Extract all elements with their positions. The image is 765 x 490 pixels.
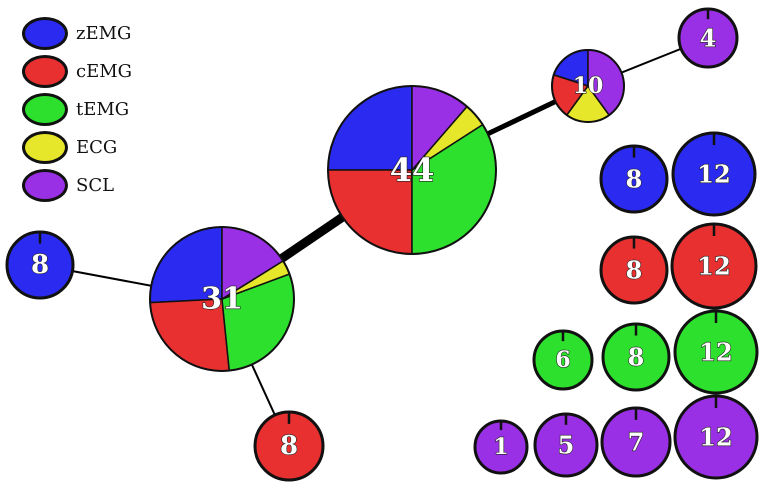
- legend-item-cemg: cEMG: [22, 52, 172, 90]
- node-label: 6: [555, 347, 570, 373]
- node-label: 8: [31, 250, 49, 280]
- pie-outline: [551, 49, 625, 123]
- legend-label-zemg: zEMG: [76, 22, 132, 44]
- node-label: 10: [573, 73, 604, 99]
- legend-item-scl: SCL: [22, 166, 172, 204]
- node-label: 5: [558, 431, 575, 460]
- node-n12-blue: 12: [671, 131, 757, 217]
- legend-swatch-cemg: [22, 54, 68, 88]
- legend-item-temg: tEMG: [22, 90, 172, 128]
- node-n5-purple: 5: [533, 412, 599, 478]
- legend-label-ecg: ECG: [76, 136, 118, 158]
- node-n12-purple: 12: [673, 394, 759, 480]
- node-n8-left: 8: [5, 230, 75, 300]
- node-n7-purple: 7: [600, 406, 672, 478]
- node-label: 12: [699, 338, 732, 367]
- node-label: 8: [280, 431, 298, 461]
- node-label: 31: [201, 282, 243, 317]
- node-n8-bottom: 8: [253, 410, 325, 482]
- node-n1-purple: 1: [473, 419, 529, 475]
- legend-swatch-temg: [22, 92, 68, 126]
- node-n10: 10: [551, 49, 625, 123]
- legend: zEMG cEMG tEMG ECG SCL: [22, 14, 172, 204]
- node-n4: 4: [677, 7, 739, 69]
- node-label: 12: [697, 160, 730, 189]
- legend-label-cemg: cEMG: [76, 60, 133, 82]
- node-label: 4: [700, 24, 717, 53]
- legend-label-scl: SCL: [76, 174, 115, 196]
- node-label: 12: [699, 423, 732, 452]
- node-label: 8: [626, 256, 643, 285]
- node-n6-green: 6: [532, 329, 594, 391]
- legend-swatch-ecg: [22, 130, 68, 164]
- pie-outline: [149, 226, 295, 372]
- node-n8-blue: 8: [599, 144, 669, 214]
- node-n12-red: 12: [670, 222, 758, 310]
- node-label: 1: [493, 434, 508, 460]
- legend-swatch-scl: [22, 168, 68, 202]
- node-n44: 44: [327, 85, 497, 255]
- legend-swatch-zemg: [22, 16, 68, 50]
- node-label: 8: [626, 165, 643, 194]
- pie-outline: [327, 85, 497, 255]
- node-n31: 31: [149, 226, 295, 372]
- node-label: 8: [628, 343, 645, 372]
- node-label: 44: [390, 151, 435, 189]
- legend-label-temg: tEMG: [76, 98, 130, 120]
- node-n8-red: 8: [599, 235, 669, 305]
- node-n8-green: 8: [601, 322, 671, 392]
- node-n12-green: 12: [673, 309, 759, 395]
- node-label: 7: [628, 428, 645, 457]
- legend-item-ecg: ECG: [22, 128, 172, 166]
- legend-item-zemg: zEMG: [22, 14, 172, 52]
- node-label: 12: [697, 252, 730, 281]
